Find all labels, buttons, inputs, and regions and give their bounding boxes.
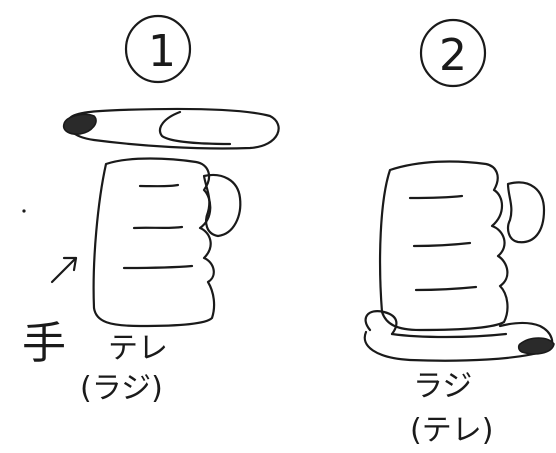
figure-2-label-main: ラジ [413, 369, 472, 404]
pointer-arrow-icon [50, 256, 78, 284]
hand-label: 手 [22, 318, 66, 369]
stray-dot [22, 209, 26, 213]
fist-vertical-2 [378, 160, 546, 332]
figure-2-number: 2 [439, 30, 467, 81]
fingernail-icon [517, 337, 555, 355]
figure-1-number: 1 [148, 26, 176, 77]
figure-1: 1 手 テレ (ラジ) [22, 14, 280, 406]
figure-1-label-paren: (ラジ) [80, 371, 163, 406]
fist-vertical [92, 157, 242, 328]
flat-hand-bottom [363, 310, 555, 362]
figure-1-number-badge: 1 [124, 14, 192, 84]
figure-2-label-paren: (テレ) [410, 413, 493, 448]
figure-1-label-main: テレ [108, 331, 168, 366]
fingernail-icon [62, 113, 97, 135]
flat-hand-horizontal [62, 107, 280, 150]
figure-2: 2 ラジ (テレ) [363, 18, 555, 448]
figure-2-number-badge: 2 [419, 18, 487, 88]
